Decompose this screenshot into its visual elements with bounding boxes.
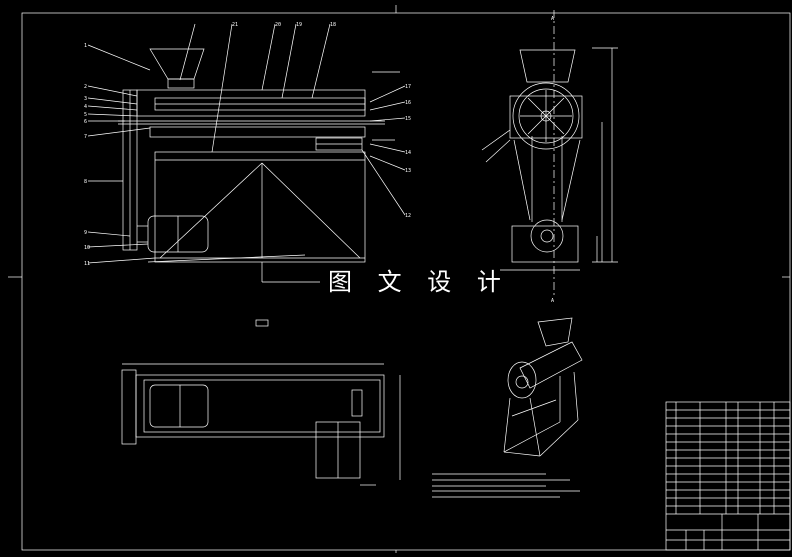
balloon-label-1: 1 <box>84 43 87 49</box>
balloon-label-13: 13 <box>405 168 411 174</box>
side-view <box>481 10 618 296</box>
balloon-label-14: 14 <box>405 150 411 156</box>
balloon-label-19: 19 <box>296 22 302 28</box>
balloon-label-11: 11 <box>84 261 90 267</box>
balloon-label-3: 3 <box>84 96 87 102</box>
section-marker-top: A <box>551 16 554 22</box>
balloon-label-18: 18 <box>330 22 336 28</box>
balloon-label-4: 4 <box>84 104 87 110</box>
balloon-label-20: 20 <box>275 22 281 28</box>
watermark-text: 图 文 设 计 <box>328 268 510 296</box>
balloon-label-10: 10 <box>84 245 90 251</box>
balloon-label-8: 8 <box>84 179 87 185</box>
balloon-label-17: 17 <box>405 84 411 90</box>
front-view <box>87 23 406 283</box>
parts-list-table <box>665 401 791 551</box>
section-marker-bottom: A <box>551 298 554 304</box>
balloon-label-15: 15 <box>405 116 411 122</box>
top-view <box>121 319 401 486</box>
inner-frame <box>21 12 791 551</box>
balloon-label-6: 6 <box>84 119 87 125</box>
balloon-label-12: 12 <box>405 213 411 219</box>
technical-notes <box>432 473 580 498</box>
balloon-label-7: 7 <box>84 134 87 140</box>
isometric-view <box>503 317 583 457</box>
balloon-label-16: 16 <box>405 100 411 106</box>
balloon-label-2: 2 <box>84 84 87 90</box>
balloon-label-21: 21 <box>232 22 238 28</box>
balloon-label-9: 9 <box>84 230 87 236</box>
balloon-label-5: 5 <box>84 112 87 118</box>
